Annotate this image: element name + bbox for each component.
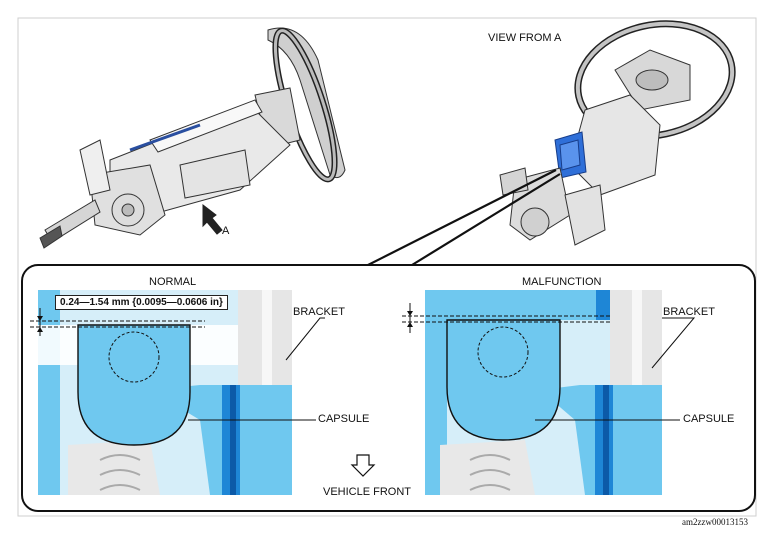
normal-detail — [30, 290, 292, 495]
malfunction-label: MALFUNCTION — [522, 276, 602, 288]
reference-code: am2zzw00013153 — [682, 517, 748, 527]
callout-lines — [367, 169, 561, 266]
malfunction-bracket-label: BRACKET — [663, 306, 715, 318]
malfunction-detail — [402, 290, 662, 495]
normal-capsule-label: CAPSULE — [318, 413, 370, 425]
malfunction-capsule-label: CAPSULE — [683, 413, 735, 425]
arrow-a-label: A — [222, 225, 230, 237]
view-arrow-a — [202, 203, 223, 235]
steering-column-view-from-a — [499, 20, 736, 246]
label-leaders — [188, 317, 696, 421]
vehicle-front-label: VEHICLE FRONT — [323, 486, 412, 498]
normal-label: NORMAL — [149, 276, 197, 288]
view-from-a-label: VIEW FROM A — [488, 32, 562, 44]
normal-bracket-label: BRACKET — [293, 306, 345, 318]
vehicle-front-arrow — [350, 454, 376, 477]
dimension-label: 0.24—1.54 mm {0.0095—0.0606 in} — [55, 295, 228, 310]
steering-column-side-view — [39, 27, 346, 249]
